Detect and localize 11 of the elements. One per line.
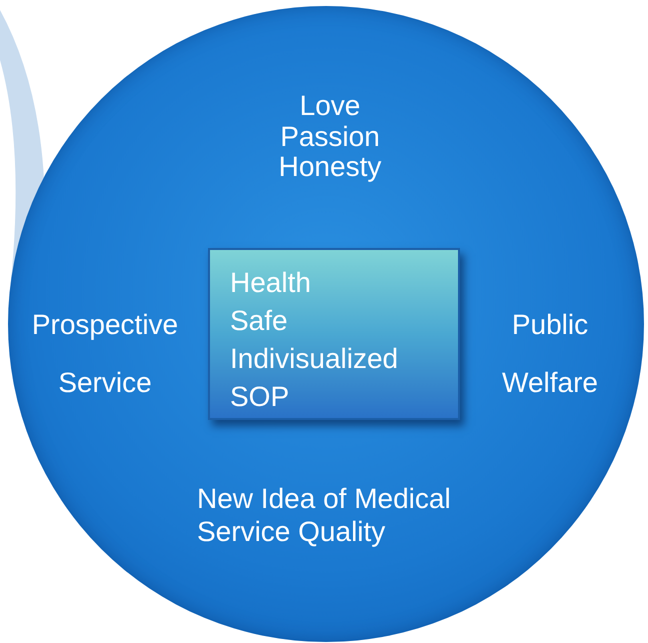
box-text: SOP bbox=[230, 380, 290, 414]
value-text: New Idea of Medical Service Quality bbox=[197, 482, 452, 548]
value-text: Love bbox=[298, 90, 362, 121]
box-text: Indivisualized bbox=[230, 342, 400, 376]
value-text: Prospective Service bbox=[30, 308, 180, 400]
box-text: Safe bbox=[230, 304, 289, 338]
box-text: Health bbox=[230, 266, 312, 300]
value-text: Passion bbox=[279, 121, 381, 152]
value-text: Public Welfare bbox=[501, 308, 599, 400]
value-text: Honesty bbox=[278, 151, 382, 182]
core-box bbox=[208, 248, 460, 420]
